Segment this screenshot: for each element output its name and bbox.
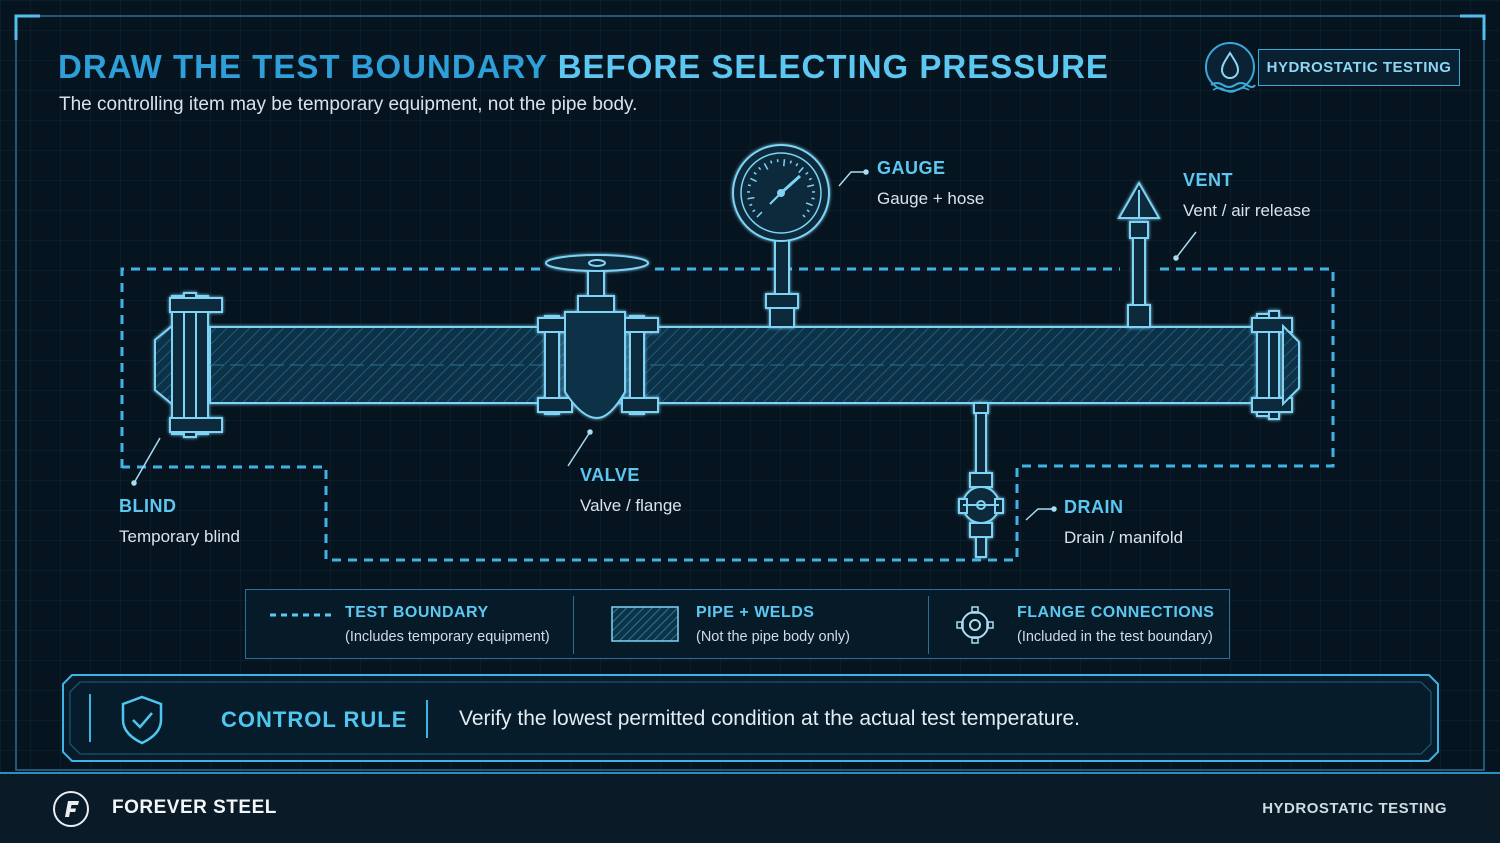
page-subtitle: The controlling item may be temporary eq… <box>59 94 638 115</box>
hatched-rect-icon <box>611 606 679 642</box>
gauge-tick <box>808 177 813 181</box>
legend-item-flange-connections: FLANGE CONNECTIONS (Included in the test… <box>929 590 1229 658</box>
vent-sub: Vent / air release <box>1183 201 1311 220</box>
control-rule-box <box>62 674 1439 762</box>
right-flange <box>1251 310 1300 420</box>
legend-title-test-boundary: TEST BOUNDARY <box>345 604 489 621</box>
footer-section-label: HYDROSTATIC TESTING <box>1262 800 1447 817</box>
legend-sub-flange-connections: (Included in the test boundary) <box>1017 629 1213 645</box>
flange-icon <box>956 606 994 644</box>
control-rule-text: Verify the lowest permitted condition at… <box>459 707 1080 730</box>
shield-check-icon <box>121 695 163 745</box>
gauge-tick <box>758 166 762 171</box>
drain-callout: DRAIN Drain / manifold <box>1064 497 1183 548</box>
gauge-tick <box>811 197 815 200</box>
legend-item-test-boundary: TEST BOUNDARY (Includes temporary equipm… <box>246 590 573 658</box>
gauge-tick <box>805 202 813 207</box>
blind-title: BLIND <box>119 496 177 516</box>
legend-divider <box>573 596 574 654</box>
blind-sub: Temporary blind <box>119 527 240 546</box>
gauge-callout: GAUGE Gauge + hose <box>877 158 984 209</box>
valve-title: VALVE <box>580 465 640 485</box>
legend-sub-test-boundary: (Includes temporary equipment) <box>345 629 550 645</box>
vent-valve <box>1117 180 1161 328</box>
gauge-tick <box>769 160 773 164</box>
gauge-tick <box>763 162 769 170</box>
pressure-gauge <box>732 144 830 328</box>
title-part-2: BEFORE SELECTING PRESSURE <box>557 48 1109 85</box>
gauge-ticks <box>746 159 816 218</box>
gate-valve <box>537 254 659 420</box>
gauge-tick <box>747 196 755 200</box>
valve-sub: Valve / flange <box>580 496 682 515</box>
drain-sub: Drain / manifold <box>1064 528 1184 547</box>
legend: TEST BOUNDARY (Includes temporary equipm… <box>245 589 1230 659</box>
blind-callout: BLIND Temporary blind <box>119 496 240 547</box>
pipe-body <box>209 326 1261 404</box>
gauge-tick <box>747 184 752 187</box>
legend-item-pipe-welds: PIPE + WELDS (Not the pipe body only) <box>574 590 928 658</box>
legend-sub-pipe-welds: (Not the pipe body only) <box>696 629 850 645</box>
gauge-tick <box>756 211 763 218</box>
drain-valve <box>958 402 1004 558</box>
gauge-title: GAUGE <box>877 158 946 178</box>
legend-title-flange-connections: FLANGE CONNECTIONS <box>1017 604 1215 621</box>
gauge-tick <box>752 209 756 213</box>
gauge-tick <box>783 159 786 167</box>
footer <box>0 772 1500 843</box>
legend-divider <box>928 596 929 654</box>
gauge-tick <box>806 209 810 213</box>
vent-title: VENT <box>1183 170 1234 190</box>
gauge-tick <box>805 171 809 175</box>
gauge-sub: Gauge + hose <box>877 189 985 208</box>
test-boundary-line <box>120 267 1335 562</box>
title-part-1: DRAW THE TEST BOUNDARY <box>58 48 548 85</box>
gauge-tick <box>749 177 757 183</box>
gauge-tick <box>807 184 815 188</box>
water-drop-icon <box>1205 42 1256 93</box>
gauge-tick <box>798 166 804 174</box>
gauge-tick <box>795 162 799 167</box>
gauge-tick <box>753 171 757 175</box>
legend-title-pipe-welds: PIPE + WELDS <box>696 604 815 621</box>
footer-brand: FOREVER STEEL <box>112 797 277 818</box>
drain-title: DRAIN <box>1064 497 1124 517</box>
leader-lines <box>131 169 1197 521</box>
vent-callout: VENT Vent / air release <box>1183 170 1311 221</box>
page-title: DRAW THE TEST BOUNDARY BEFORE SELECTING … <box>58 48 1109 86</box>
gauge-tick <box>749 203 753 207</box>
dashed-line-icon <box>270 613 332 617</box>
hydrostatic-testing-badge: HYDROSTATIC TESTING <box>1258 49 1460 86</box>
control-rule-title: CONTROL RULE <box>221 707 408 732</box>
gauge-tick <box>789 160 793 164</box>
blind-flange <box>154 292 223 438</box>
forever-steel-logo-icon <box>53 791 89 827</box>
valve-callout: VALVE Valve / flange <box>580 465 682 516</box>
gauge-tick <box>802 214 806 218</box>
